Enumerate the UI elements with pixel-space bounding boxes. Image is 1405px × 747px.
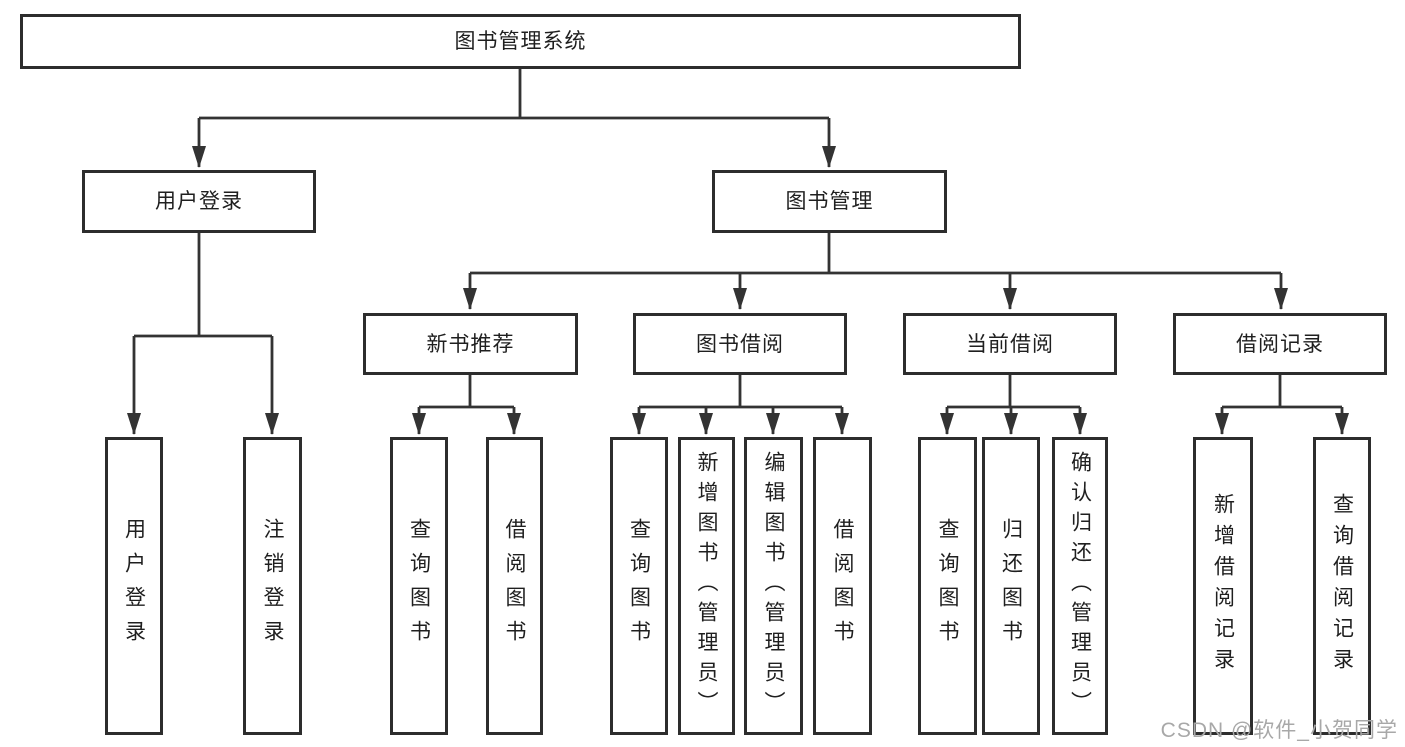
node-label: 新书推荐 [426, 332, 515, 356]
leaf-logout: 注销登录 [243, 437, 302, 735]
node-label: 图书管理系统 [454, 30, 587, 53]
node-new-book-recommendation: 新书推荐 [363, 313, 578, 375]
leaf-label: 编辑图书（管理员） [762, 451, 785, 721]
leaf-label: 查询图书 [936, 518, 959, 654]
connector-skeleton [134, 68, 1342, 409]
leaf-user-login: 用户登录 [105, 437, 163, 735]
leaf-label: 借阅图书 [831, 518, 854, 654]
leaf-label: 查询借阅记录 [1330, 493, 1354, 679]
leaf-query-borrow-record: 查询借阅记录 [1313, 437, 1371, 735]
leaf-label: 归还图书 [999, 518, 1023, 654]
leaf-query-books-borrowing: 查询图书 [610, 437, 668, 735]
leaf-edit-books-admin: 编辑图书（管理员） [744, 437, 803, 735]
leaf-borrow-books: 借阅图书 [813, 437, 872, 735]
node-borrowing-records: 借阅记录 [1173, 313, 1387, 375]
connector-arrows [127, 118, 1349, 435]
leaf-label: 注销登录 [261, 518, 284, 654]
leaf-borrow-books-recommend: 借阅图书 [486, 437, 543, 735]
leaf-label: 查询图书 [407, 518, 431, 654]
leaf-label: 借阅图书 [503, 518, 526, 654]
leaf-return-books: 归还图书 [982, 437, 1040, 735]
leaf-add-books-admin: 新增图书（管理员） [678, 437, 735, 735]
csdn-watermark: CSDN @软件_小贺同学 [1160, 719, 1398, 742]
node-label: 借阅记录 [1236, 332, 1324, 356]
leaf-label: 确认归还（管理员） [1068, 451, 1092, 721]
leaf-label: 新增借阅记录 [1211, 493, 1235, 679]
leaf-confirm-return-admin: 确认归还（管理员） [1052, 437, 1108, 735]
node-label: 用户登录 [155, 190, 243, 213]
leaf-query-books-recommend: 查询图书 [390, 437, 448, 735]
node-label: 当前借阅 [966, 332, 1054, 356]
node-label: 图书管理 [785, 190, 874, 213]
leaf-label: 新增图书（管理员） [695, 451, 718, 721]
node-library-management-system: 图书管理系统 [20, 14, 1021, 69]
node-user-login: 用户登录 [82, 170, 316, 233]
leaf-add-borrow-record: 新增借阅记录 [1193, 437, 1253, 735]
leaf-label: 用户登录 [122, 518, 146, 654]
node-current-borrowing: 当前借阅 [903, 313, 1117, 375]
node-label: 图书借阅 [696, 332, 784, 356]
node-book-borrowing: 图书借阅 [633, 313, 847, 375]
leaf-query-books-current: 查询图书 [918, 437, 977, 735]
leaf-label: 查询图书 [627, 518, 651, 654]
node-book-management: 图书管理 [712, 170, 947, 233]
